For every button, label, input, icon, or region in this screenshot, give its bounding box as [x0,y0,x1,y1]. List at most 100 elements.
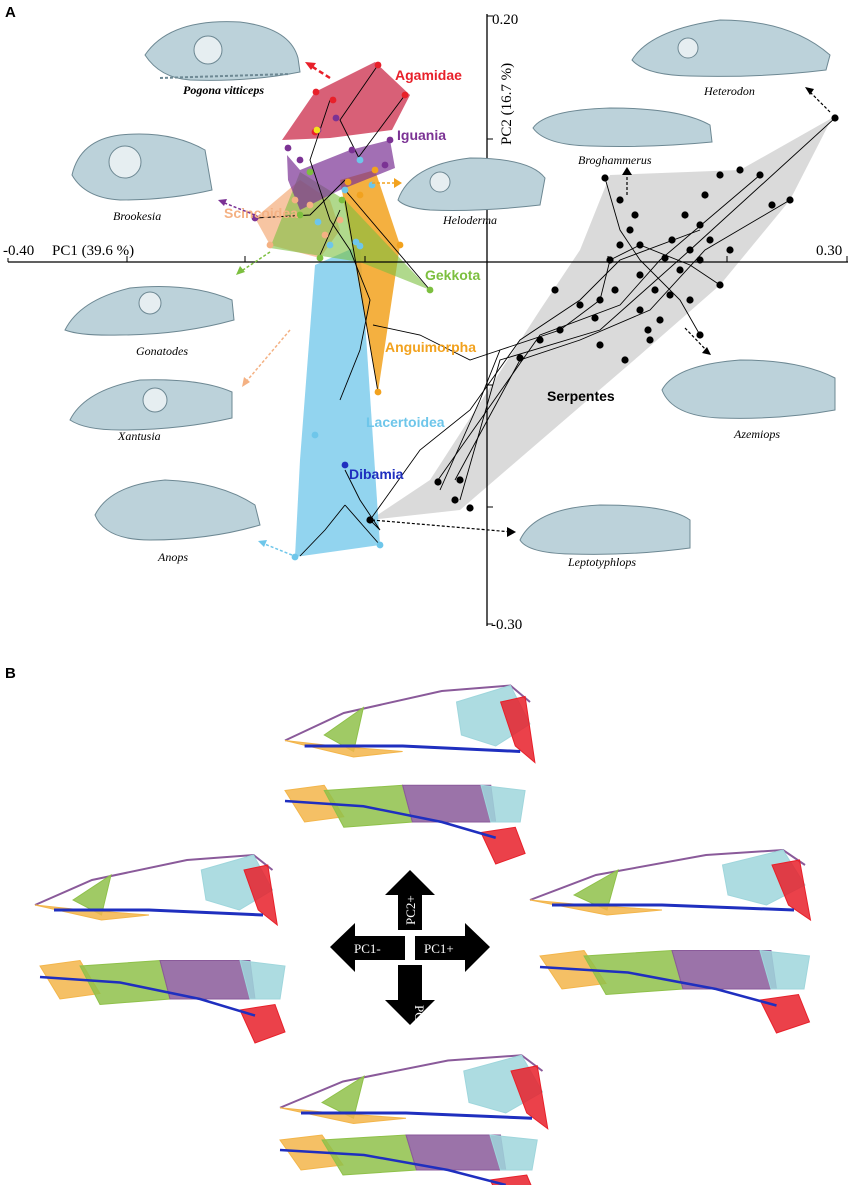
pc2plus-lateral-dorsal-line [284,684,531,742]
label-iguania: Iguania [397,127,446,143]
point-serpentes [366,516,374,524]
point-serpentes [736,166,744,174]
point-serpentes [681,211,689,219]
pc2minus-ventral-v-cyan [489,1134,538,1171]
arrow-pc1-plus [415,923,490,972]
pc2minus-lateral-region-red [510,1065,549,1130]
pc1plus-lateral-region-green [572,868,619,911]
point-serpentes [786,196,794,204]
label-lacertoidea: Lacertoidea [366,414,445,430]
point-scincoidea [306,201,314,209]
point-serpentes [621,356,629,364]
taxon-pogona: Pogona vitticeps [183,83,264,97]
panel-b-label: B [5,665,16,682]
point-serpentes [596,296,604,304]
point-serpentes [626,226,634,234]
point-anguimorpha [356,191,364,199]
pc2plus-ventral-v-blue-bar [284,799,497,839]
point-iguania [332,114,340,122]
skull-azemiops-image [661,359,836,419]
point-lacertoidea [341,186,349,194]
label-pc1-plus: PC1+ [424,941,454,956]
point-lacertoidea [356,156,364,164]
point-serpentes [636,271,644,279]
point-lacertoidea [314,218,322,226]
arrowhead-pogona [305,62,316,70]
point-serpentes [551,286,559,294]
point-serpentes [668,236,676,244]
pc2plus-ventral-v-cyan [480,784,526,823]
point-agamidae [401,91,409,99]
pc1plus-lateral-dorsal-line [529,848,806,901]
skull-heloderma-image [397,157,546,211]
arrow-heterodon [807,89,831,113]
point-serpentes [616,196,624,204]
pc1plus-lateral-blue-bar [552,903,795,912]
point-serpentes [701,191,709,199]
arrowhead-heterodon [805,87,814,95]
label-serpentes: Serpentes [547,388,615,404]
pc2plus-lateral-region-green [323,706,365,753]
label-pc1-minus: PC1- [354,941,381,956]
point-lacertoidea [291,553,299,561]
arrow-pc2-minus [385,965,435,1025]
point-lacertoidea [311,431,319,439]
point-iguania [296,156,304,164]
skull-pogona-image [144,21,301,81]
point-serpentes [716,171,724,179]
point-scincoidea [291,196,299,204]
point-serpentes [466,504,474,512]
arrowhead-broghammerus [622,167,632,175]
point-gekkota [306,168,314,176]
arrow-pc1-minus [330,923,405,972]
shape-change-diagrams: PC2+ PC2- PC1- PC1+ [34,684,812,1190]
taxon-anops: Anops [157,550,188,564]
skull-brookesia-image [71,133,213,201]
x-max-label: 0.30 [816,243,842,259]
arrowhead-gonatodes [236,266,245,275]
pc1plus-ventral-v-blue-bar [539,965,777,1007]
taxon-heterodon: Heterodon [703,84,755,98]
point-serpentes [706,236,714,244]
pc1minus-lateral-region-red [243,864,278,927]
point-serpentes [516,354,524,362]
hull-serpentes [370,118,832,520]
point-gekkota [338,196,346,204]
pc2minus-lateral-blue-bar [301,1111,533,1120]
taxon-brookesia: Brookesia [113,209,161,223]
arrow-leptotyphlops [371,519,513,533]
point-agamidae [329,96,337,104]
arrowhead-xantusia [242,377,250,387]
y-max-label: 0.20 [492,12,518,28]
point-serpentes [666,291,674,299]
point-iguania [386,136,394,144]
point-serpentes [768,201,776,209]
pc1minus-lateral-dorsal-line [34,853,274,906]
arrow-xantusia [244,329,291,384]
point-serpentes [646,336,654,344]
point-scincoidea [266,241,274,249]
points-serpentes [366,114,839,524]
point-agamidae [374,61,382,69]
x-axis-label: PC1 (39.6 %) [52,243,134,259]
pc1minus-lateral-blue-bar [54,908,264,917]
arrowhead-anops [258,540,267,547]
point-serpentes [726,246,734,254]
point-serpentes [631,211,639,219]
point-serpentes [591,314,599,322]
point-serpentes [676,266,684,274]
point-serpentes [601,174,609,182]
point-iguania [284,144,292,152]
panel-b: B PC2+ PC2- PC1- PC1+ [0,655,849,1190]
point-anguimorpha [396,241,404,249]
taxon-gonatodes: Gonatodes [136,344,188,358]
arrow-pc2-plus [385,870,435,930]
point-serpentes [686,296,694,304]
pc1minus-ventral-v-blue-bar [39,975,256,1017]
point-serpentes [616,241,624,249]
taxon-azemiops: Azemiops [733,427,780,441]
pc2plus-lateral-region-red [499,695,536,764]
pc2plus-ventral-v-red [480,826,526,865]
taxon-broghammerus: Broghammerus [578,153,652,167]
taxon-heloderma: Heloderma [442,213,497,227]
